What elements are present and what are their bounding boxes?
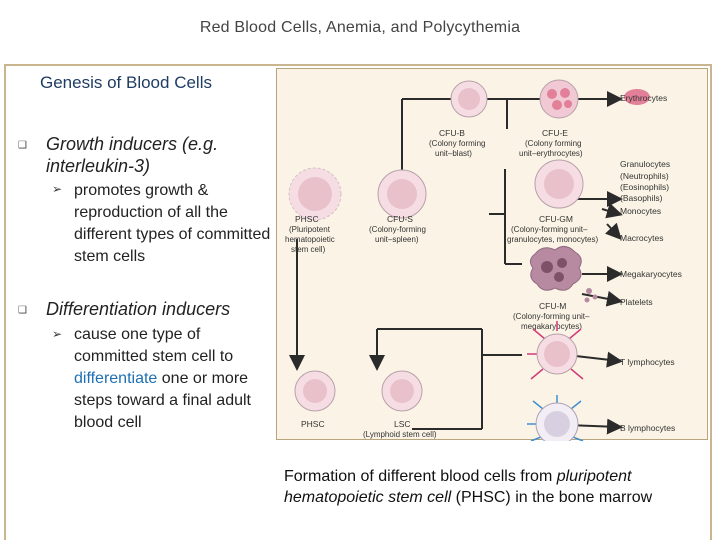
label-cfub-3: unit–blast) <box>435 149 472 158</box>
label-cfub-1: CFU-B <box>439 128 465 138</box>
label-cfum-3: megakaryocytes) <box>521 322 582 331</box>
caption-suffix: (PHSC) in the bone marrow <box>455 489 653 506</box>
label-cfum-2: (Colony-forming unit– <box>513 312 590 321</box>
cell-cfub <box>450 80 488 118</box>
label-basophils: (Basophils) <box>620 193 663 203</box>
differentiation-inducers-text: Differentiation inducers <box>46 299 231 319</box>
growth-inducers-text: Growth inducers (e.g. interleukin-3) <box>46 134 219 176</box>
arrow-platelets <box>581 290 623 307</box>
bullet-square-icon: ❑ <box>18 305 27 316</box>
label-neutrophils: (Neutrophils) <box>620 171 669 181</box>
label-cfugm-3: granulocytes, monocytes) <box>507 235 598 244</box>
label-cfugm-1: CFU-GM <box>539 214 573 224</box>
label-b-lymphocytes: B lymphocytes <box>620 423 675 433</box>
caption-prefix: Formation of different blood cells from <box>284 468 557 485</box>
label-cfus-2: (Colony-forming <box>369 225 426 234</box>
cell-cfue <box>539 79 579 119</box>
content-panel <box>4 64 712 540</box>
label-cfue-3: unit–erythrocytes) <box>519 149 583 158</box>
label-lsc-1: LSC <box>394 419 411 429</box>
label-macrocytes: Macrocytes <box>620 233 663 243</box>
differentiation-inducers-detail: cause one type of committed stem cell to… <box>74 324 274 434</box>
cell-cfugm <box>534 159 584 209</box>
detail-highlight-link[interactable]: differentiate <box>74 370 158 387</box>
slide-title: Red Blood Cells, Anemia, and Polycythemi… <box>199 19 521 36</box>
diagram-svg: CFU-B (Colony forming unit–blast) CFU-E … <box>285 79 682 441</box>
bullet-square-icon: ❑ <box>18 140 27 151</box>
figure-caption: Formation of different blood cells from … <box>284 466 704 508</box>
arrow-bullet-icon: ➢ <box>52 182 63 196</box>
cell-t-lymphocyte <box>527 321 584 380</box>
arrow-monocytes <box>601 202 623 219</box>
arrow-bullet-icon: ➢ <box>52 327 63 341</box>
cell-b-lymphocyte <box>527 395 584 441</box>
hematopoiesis-diagram: CFU-B (Colony forming unit–blast) CFU-E … <box>276 68 708 441</box>
caption-italic: pluripotent hematopoietic stem cell <box>284 468 632 506</box>
label-cfue-1: CFU-E <box>542 128 568 138</box>
cell-phsc <box>288 167 342 221</box>
label-phsc-3: hematopoietic <box>285 235 335 244</box>
label-megakaryocytes: Megakaryocytes <box>620 269 682 279</box>
label-cfue-2: (Colony forming <box>525 139 581 148</box>
bullet-differentiation-inducers: Differentiation inducers <box>46 298 276 320</box>
cell-lsc <box>381 370 423 412</box>
label-phsc-bottom: PHSC <box>301 419 325 429</box>
cell-cfus <box>377 169 427 219</box>
label-cfus-3: unit–spleen) <box>375 235 419 244</box>
label-cfub-2: (Colony forming <box>429 139 485 148</box>
section-heading: Genesis of Blood Cells <box>40 73 212 92</box>
cell-megakaryocyte <box>529 246 582 291</box>
growth-inducers-detail: promotes growth & reproduction of all th… <box>74 182 271 265</box>
cell-erythrocyte <box>624 89 650 105</box>
label-t-lymphocytes: T lymphocytes <box>620 357 675 367</box>
detail-suffix: one or more steps toward a final adult b… <box>74 370 251 431</box>
label-cfugm-2: (Colony-forming unit– <box>511 225 588 234</box>
bullet-growth-inducers: Growth inducers (e.g. interleukin-3) <box>46 133 276 177</box>
label-granulocytes: Granulocytes <box>620 159 670 169</box>
label-monocytes: Monocytes <box>620 206 661 216</box>
label-phsc-2: (Pluripotent <box>289 225 331 234</box>
label-eosinophils: (Eosinophils) <box>620 182 669 192</box>
label-platelets: Platelets <box>620 297 653 307</box>
label-lsc-2: (Lymphoid stem cell) <box>363 430 437 439</box>
arrow-macrocytes <box>604 222 622 240</box>
label-cfum-1: CFU-M <box>539 301 566 311</box>
label-cfus-1: CFU-S <box>387 214 413 224</box>
label-phsc-4: stem cell) <box>291 245 326 254</box>
label-erythrocytes: Erythrocytes <box>620 93 667 103</box>
label-phsc-1: PHSC <box>295 214 319 224</box>
cell-platelets <box>584 288 598 303</box>
detail-prefix: cause one type of committed stem cell to <box>74 326 234 365</box>
cell-phsc-bottom <box>294 370 336 412</box>
